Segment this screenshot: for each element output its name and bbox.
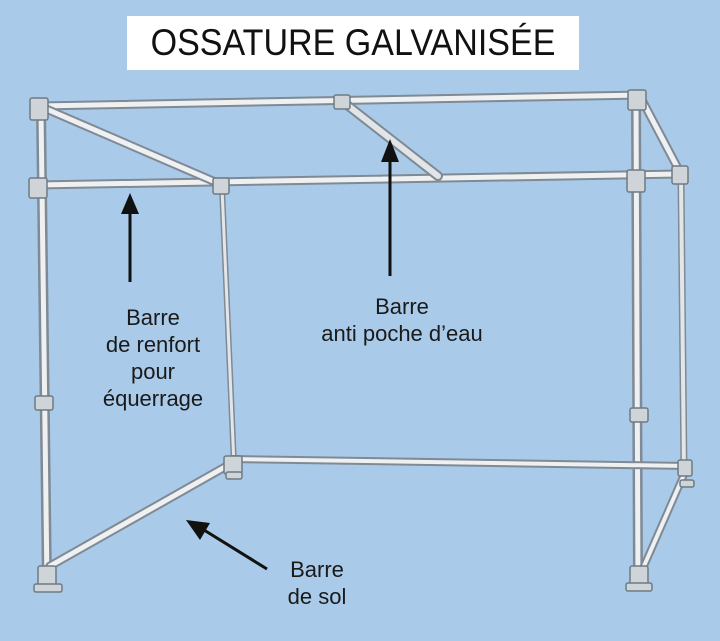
label-line: pour bbox=[130, 359, 176, 384]
foot-plate-back-left bbox=[225, 471, 243, 480]
label-ground-bar: Barre de sol bbox=[262, 556, 372, 610]
ground-bar-right bbox=[640, 466, 690, 570]
label-anti-water-pocket-bar: Barre anti poche d’eau bbox=[292, 293, 512, 347]
label-line: équerrage bbox=[102, 386, 204, 411]
anti-water-pocket-bar bbox=[337, 96, 443, 181]
joint-top-middle bbox=[212, 177, 230, 195]
callout-arrows bbox=[121, 139, 399, 571]
joint-top-left-back bbox=[29, 97, 49, 121]
foot-plate-right bbox=[625, 582, 653, 592]
back-left-leg bbox=[219, 185, 237, 468]
front-top-bar bbox=[31, 169, 685, 190]
label-reinforcement-bar: Barre de renfort pour équerrage bbox=[78, 304, 228, 412]
label-line: de renfort bbox=[105, 332, 201, 357]
label-line: Barre bbox=[290, 557, 344, 582]
title-box: OSSATURE GALVANISÉE bbox=[127, 16, 579, 70]
joint-top-left-front bbox=[28, 177, 48, 199]
ground-bar-back bbox=[228, 455, 692, 470]
joint-ground-back-right bbox=[677, 459, 693, 477]
label-line: Barre bbox=[126, 305, 180, 330]
joint-top-right-front bbox=[626, 169, 646, 193]
arrow-renfort bbox=[121, 193, 139, 282]
arrow-sol bbox=[186, 520, 268, 571]
joint-top-right-side bbox=[671, 165, 689, 185]
joint-foot-left bbox=[37, 565, 57, 587]
label-line: de sol bbox=[287, 584, 347, 609]
label-line: Barre bbox=[375, 294, 429, 319]
frame-joints bbox=[28, 89, 695, 593]
page-title: OSSATURE GALVANISÉE bbox=[150, 22, 556, 63]
joint-anti-pocket bbox=[333, 94, 351, 110]
right-top-side-bar bbox=[637, 95, 687, 181]
arrow-anti-poche bbox=[381, 139, 399, 276]
joint-top-right-back bbox=[627, 89, 647, 111]
joint-left-leg bbox=[34, 395, 54, 411]
reinforcement-bar bbox=[39, 103, 225, 189]
label-line: anti poche d’eau bbox=[321, 321, 483, 346]
right-back-leg bbox=[677, 174, 688, 476]
foot-plate-left bbox=[33, 583, 63, 593]
ground-bar-left bbox=[45, 458, 237, 571]
joint-right-leg bbox=[629, 407, 649, 423]
foot-plate-back-right bbox=[679, 479, 695, 488]
